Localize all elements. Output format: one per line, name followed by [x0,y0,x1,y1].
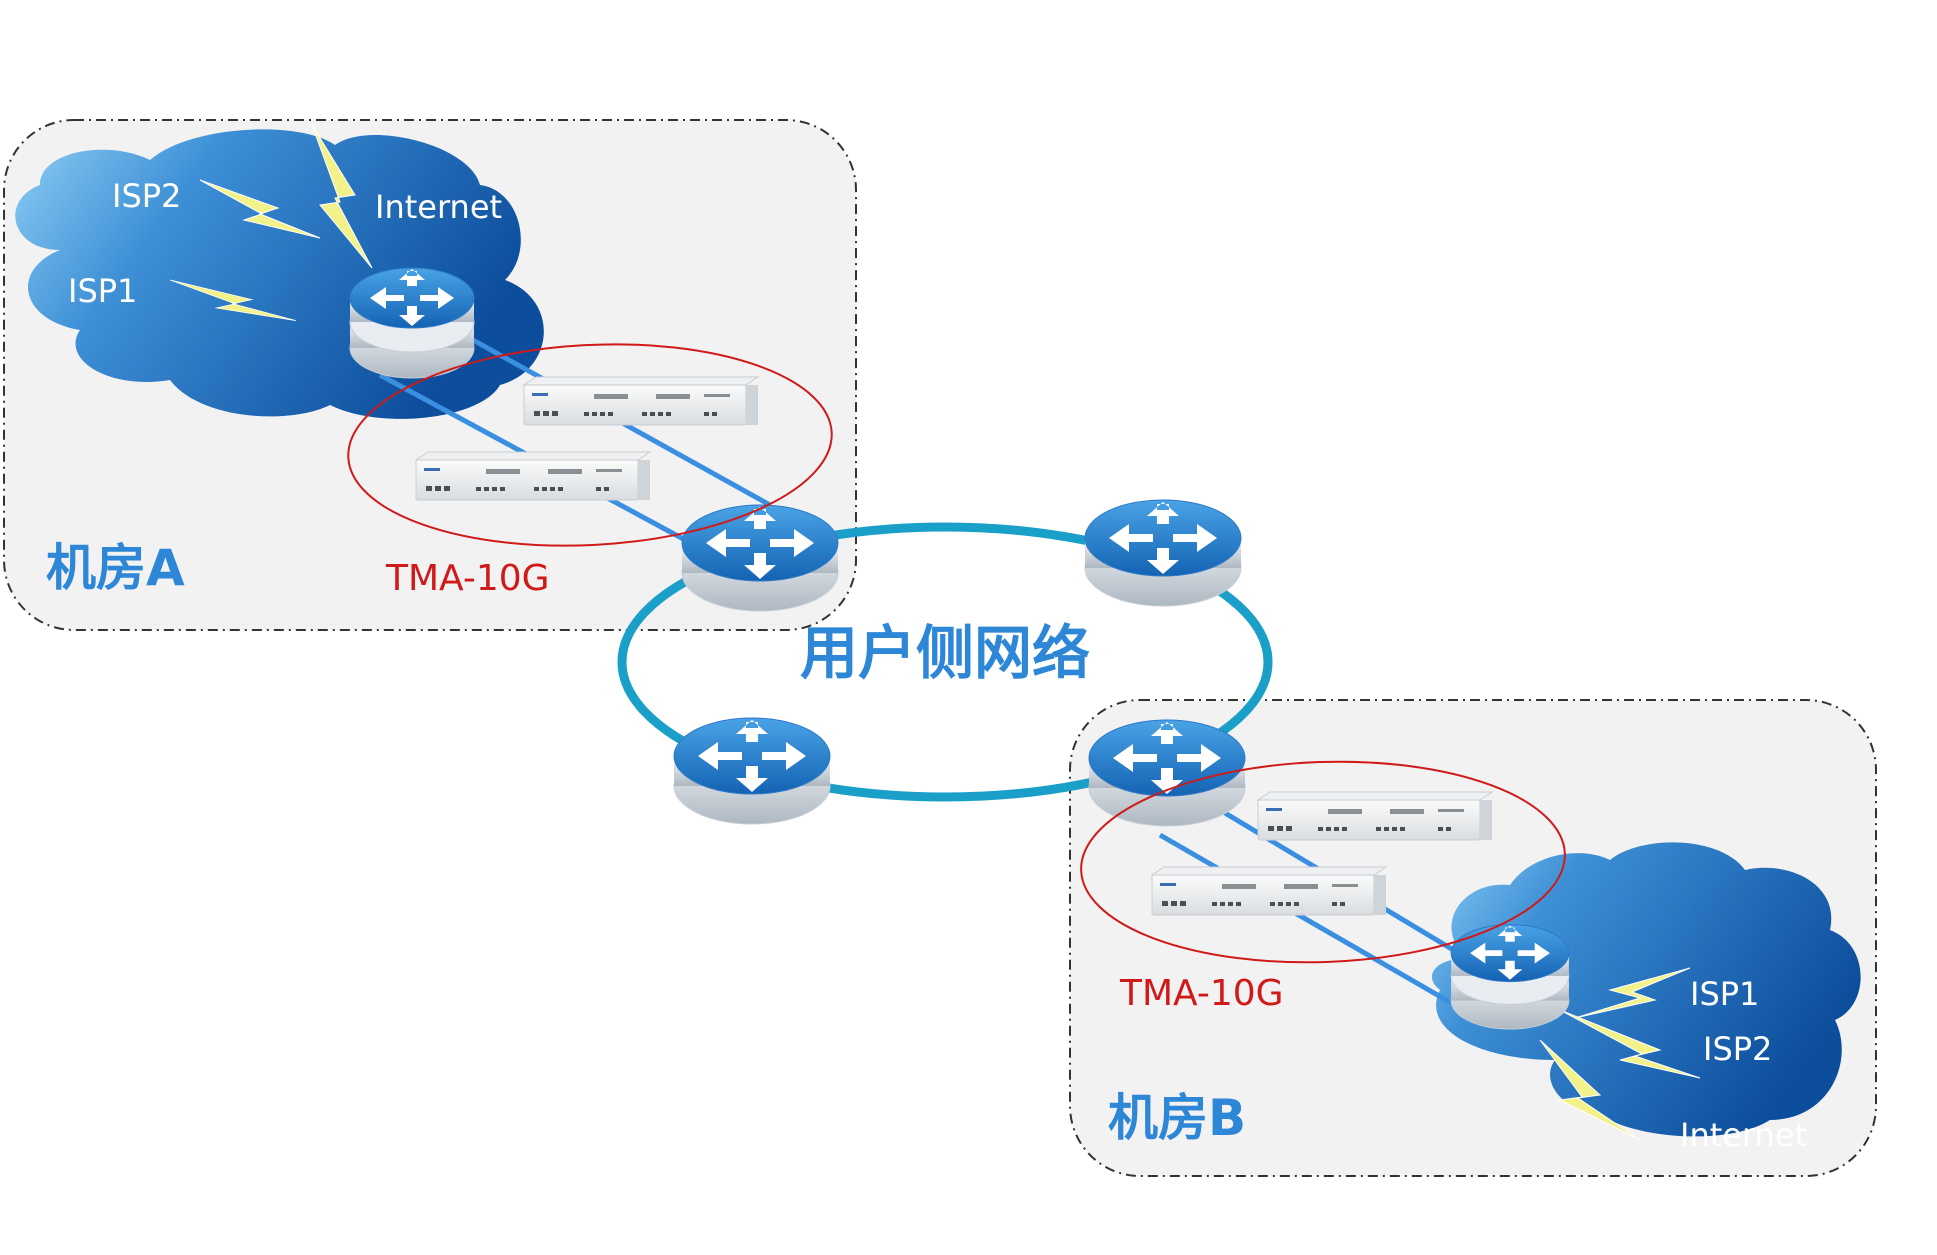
lightning-icon [311,124,373,269]
tma-highlight-a [347,343,833,547]
tma-highlight-b [1080,760,1566,964]
label-isp1-a: ISP1 [68,272,137,310]
label-internet-a: Internet [375,188,502,226]
label-internet-b: Internet [1680,1116,1807,1154]
site-b-title: 机房B [1108,1089,1246,1147]
site-a-device-label: TMA-10G [385,558,550,599]
cloud-icon [1431,842,1861,1137]
appliance-icon[interactable] [523,376,759,426]
appliance-icon[interactable] [415,451,651,501]
lightning-icon [1559,1009,1701,1079]
site-b-device-label: TMA-10G [1119,973,1284,1014]
router-icon[interactable] [1084,499,1242,607]
router-icon[interactable] [349,267,475,379]
router-icon[interactable] [1450,924,1570,1030]
lightning-icon [1539,1039,1641,1141]
router-icon[interactable] [673,717,831,825]
router-icon[interactable] [1088,719,1246,827]
label-isp1-b: ISP1 [1690,975,1759,1013]
label-isp2-b: ISP2 [1703,1030,1772,1068]
site-a-title: 机房A [46,539,185,597]
user-network-ring [617,522,1273,802]
router-icon[interactable] [681,504,839,612]
label-isp2-a: ISP2 [112,177,181,215]
appliance-icon[interactable] [1257,791,1493,841]
user-network-label: 用户侧网络 [800,619,1090,687]
appliance-icon[interactable] [1151,866,1387,916]
